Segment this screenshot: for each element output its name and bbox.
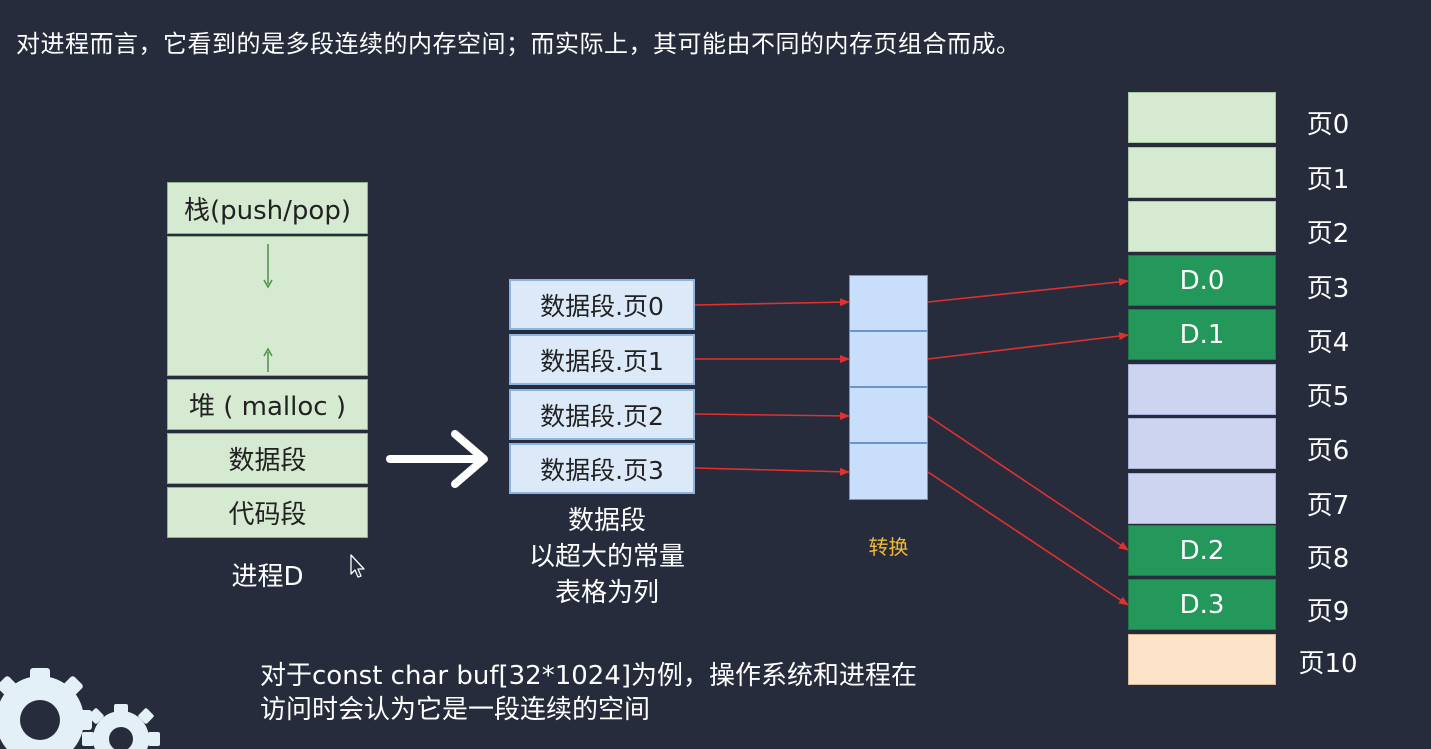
phys-page-label-1: 页1: [1306, 165, 1350, 195]
gear-icon-large: [0, 668, 92, 749]
data-page-2: 数据段.页2: [509, 389, 695, 440]
heap-segment: 堆 ( malloc ): [167, 379, 368, 430]
phys-page-label-3: 页3: [1306, 274, 1350, 304]
heap-grow-up-arrow: [263, 347, 273, 372]
phys-page-label-6: 页6: [1306, 436, 1350, 466]
phys-page-10: [1128, 634, 1276, 685]
phys-page-8: D.2: [1128, 525, 1276, 576]
data-page-0: 数据段.页0: [509, 279, 695, 330]
phys-page-2: [1128, 201, 1276, 252]
translate-entry-3: [849, 443, 928, 500]
data-segment: 数据段: [167, 433, 368, 484]
data-page-3: 数据段.页3: [509, 443, 695, 494]
stack-segment: 栈(push/pop): [167, 182, 368, 234]
bottom-note-line-2: 访问时会认为它是一段连续的空间: [260, 695, 651, 725]
data-caption-line-2: 以超大的常量: [528, 542, 685, 572]
phys-page-label-9: 页9: [1306, 597, 1350, 627]
translate-entry-2: [849, 387, 928, 443]
slide-title: 对进程而言，它看到的是多段连续的内存空间；而实际上，其可能由不同的内存页组合而成…: [16, 30, 1021, 58]
phys-page-label-0: 页0: [1306, 110, 1350, 140]
map-arrow-page0-to-table: [694, 298, 850, 307]
phys-page-1: [1128, 147, 1276, 198]
phys-page-label-2: 页2: [1306, 219, 1350, 249]
gear-icon-small: [82, 704, 160, 749]
phys-page-label-4: 页4: [1306, 328, 1350, 358]
data-caption-line-3: 表格为列: [554, 578, 659, 608]
data-caption: 数据段 以超大的常量 表格为列: [509, 503, 705, 611]
translate-entry-1: [849, 331, 928, 387]
phys-page-0: [1128, 92, 1276, 143]
map-arrow-table-to-phys3: [927, 277, 1129, 303]
phys-page-7: [1128, 473, 1276, 524]
data-page-1: 数据段.页1: [509, 334, 695, 385]
mouse-cursor-icon: [350, 554, 365, 578]
process-name: 进程D: [231, 562, 304, 592]
data-caption-line-1: 数据段: [567, 506, 646, 536]
phys-page-3: D.0: [1128, 255, 1276, 306]
stack-grow-down-arrow: [263, 244, 273, 289]
map-arrow-table-to-phys4: [927, 332, 1129, 360]
translate-entry-0: [849, 275, 928, 331]
phys-page-label-8: 页8: [1306, 544, 1350, 574]
code-segment: 代码段: [167, 487, 368, 538]
map-arrow-page2-to-table: [694, 411, 850, 420]
phys-page-label-5: 页5: [1306, 382, 1350, 412]
phys-page-5: [1128, 364, 1276, 415]
phys-page-9: D.3: [1128, 579, 1276, 630]
bottom-note-line-1: 对于const char buf[32*1024]为例，操作系统和进程在: [260, 661, 918, 691]
bottom-note: 对于const char buf[32*1024]为例，操作系统和进程在 访问时…: [260, 659, 917, 727]
phys-page-label-10: 页10: [1298, 649, 1358, 679]
phys-page-label-7: 页7: [1306, 491, 1350, 521]
translate-label: 转换: [868, 535, 909, 559]
big-right-arrow-icon: [386, 430, 488, 488]
map-arrow-table-to-phys9: [927, 471, 1129, 606]
phys-page-6: [1128, 418, 1276, 469]
map-arrow-page3-to-table: [694, 467, 850, 476]
phys-page-4: D.1: [1128, 309, 1276, 360]
map-arrow-table-to-phys8: [927, 415, 1129, 551]
